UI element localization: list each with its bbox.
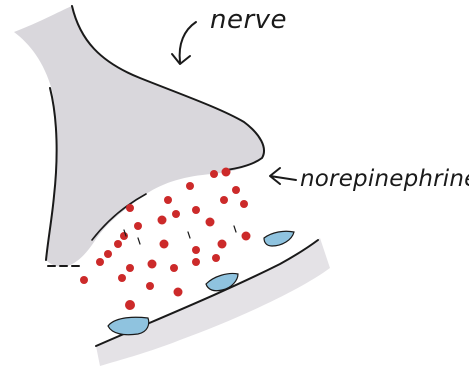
molecule (232, 186, 240, 194)
molecule (120, 232, 128, 240)
molecule (96, 258, 104, 266)
norepinephrine-label: norepinephrine (300, 166, 469, 192)
molecule (158, 216, 167, 225)
arrow-icon (270, 168, 296, 184)
molecule (126, 204, 134, 212)
molecule (218, 240, 227, 249)
molecule (134, 222, 142, 230)
molecule (222, 168, 231, 177)
bound-molecule-1 (125, 300, 135, 310)
receptor-3 (264, 231, 294, 246)
molecule (160, 240, 169, 249)
molecule (170, 264, 178, 272)
molecule (104, 250, 112, 258)
molecule (240, 200, 248, 208)
molecule (146, 282, 154, 290)
molecule (206, 218, 215, 227)
molecule (114, 240, 122, 248)
molecule (210, 170, 218, 178)
molecule (174, 288, 183, 297)
molecule (192, 258, 200, 266)
molecule (118, 274, 126, 282)
molecule (192, 206, 200, 214)
molecule (212, 254, 220, 262)
molecule (80, 276, 88, 284)
molecule (242, 232, 251, 241)
nerve-label: nerve (210, 5, 287, 35)
molecule (148, 260, 157, 269)
molecule (192, 246, 200, 254)
molecule (164, 196, 172, 204)
molecule (220, 196, 228, 204)
molecule (186, 182, 194, 190)
receptor-1 (108, 300, 149, 335)
molecule (172, 210, 180, 218)
molecule (126, 264, 134, 272)
arrow-icon (172, 22, 196, 64)
